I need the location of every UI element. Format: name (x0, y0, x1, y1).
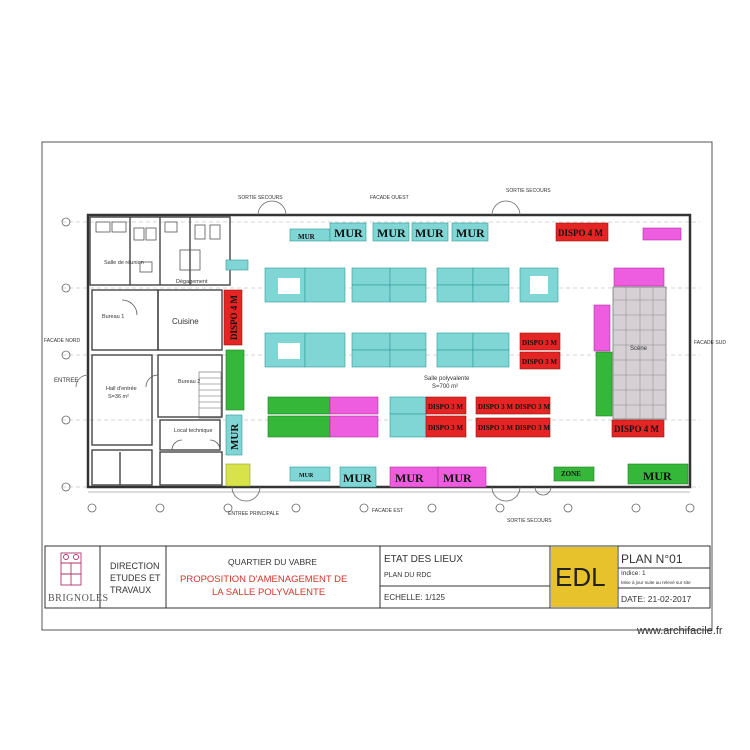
door-swings (75, 200, 552, 502)
mur-label-5: MUR (456, 226, 485, 240)
building-outline (86, 213, 692, 489)
degagement-label: Dégagement (176, 279, 208, 285)
service-fixtures (95, 221, 221, 451)
facade-south: FACADE EST (372, 508, 403, 514)
scene-label: Scène (630, 346, 648, 352)
yellow-zone (225, 463, 251, 487)
plan-number: PLAN N°01 (621, 552, 683, 566)
quartier: QUARTIER DU VABRE (228, 557, 317, 567)
mur-label-4: MUR (415, 226, 444, 240)
hall-area: S=700 m² (432, 384, 458, 390)
mur-label-7: MUR (395, 471, 424, 485)
sortie-ne: SORTIE SECOURS (506, 188, 551, 194)
echelle: ECHELLE: 1/125 (384, 593, 445, 602)
entree-principale: ENTREE PRINCIPALE (228, 511, 280, 517)
mur-vertical-label: MUR (229, 423, 241, 450)
hall-label: Salle polyvalente (424, 376, 470, 382)
magenta-zones (329, 227, 682, 488)
dispo3m-label-4: DISPO 3 M (428, 424, 463, 432)
mur-label-1: MUR (298, 233, 316, 241)
zone-labels: MUR MUR MUR MUR MUR DISPO 4 M DISPO 3 M … (229, 226, 672, 485)
watermark: www.archifacile.fr (636, 625, 723, 637)
logo (60, 552, 82, 586)
salle-reunion-label: Salle de réunion (104, 260, 144, 266)
red-zones (223, 222, 665, 438)
dispo4m-label-2: DISPO 4 M (614, 424, 660, 434)
facade-labels: FACADE OUEST FACADE EST FACADE NORD FACA… (44, 188, 726, 524)
dispo3m-label-2: DISPO 3 M (522, 358, 557, 366)
direction-line-3: TRAVAUX (110, 585, 151, 595)
axis-markers (61, 217, 695, 513)
stage-grid (612, 286, 667, 420)
mur-label-8: MUR (443, 471, 472, 485)
zone-label: ZONE (561, 470, 581, 478)
cyan-hollows (278, 276, 548, 359)
mur-label-3: MUR (377, 226, 406, 240)
edl-text: EDL (555, 562, 606, 592)
sortie-nw: SORTIE SECOURS (238, 195, 283, 201)
facade-north: FACADE OUEST (370, 195, 409, 201)
dispo3m-label-5: DISPO 3 M (478, 403, 513, 411)
area-36-label: S=36 m² (108, 394, 129, 400)
stair (198, 371, 222, 419)
date: DATE: 21-02-2017 (621, 594, 692, 604)
green-zones (225, 349, 689, 485)
dispo3m-label-8: DISPO 3 M (515, 424, 550, 432)
direction-line-1: DIRECTION (110, 561, 160, 571)
mur-label-6: MUR (343, 471, 372, 485)
dispo3m-label-1: DISPO 3 M (522, 339, 557, 347)
dispo3m-label-7: DISPO 3 M (478, 424, 513, 432)
proposition-line-2: LA SALLE POLYVALENTE (212, 587, 325, 598)
entree-west: ENTREE (54, 378, 78, 384)
bureau1-label: Bureau 1 (102, 314, 124, 320)
cuisine-label: Cuisine (172, 317, 199, 326)
bureau2-label: Bureau 2 (178, 379, 200, 385)
dispo4m-label-1: DISPO 4 M (558, 228, 604, 238)
edl-block (551, 547, 617, 607)
dispo4m-vertical-label: DISPO 4 M (229, 294, 239, 340)
proposition-line-1: PROPOSITION D'AMENAGEMENT DE (180, 574, 347, 585)
sortie-se: SORTIE SECOURS (507, 518, 552, 524)
hall-entree-label: Hall d'entrée (106, 386, 137, 392)
dispo3m-label-6: DISPO 3 M (515, 403, 550, 411)
indice: Indice: 1 (621, 570, 646, 577)
logo-text: BRIGNOLES (48, 593, 109, 604)
plan-rdc: PLAN DU RDC (384, 572, 431, 579)
mur-label-9: MUR (643, 469, 672, 483)
facade-west: FACADE NORD (44, 338, 81, 344)
mur-label-2: MUR (334, 226, 363, 240)
dispo3m-label-3: DISPO 3 M (428, 403, 463, 411)
mur-label-10: MUR (299, 473, 314, 479)
facade-east: FACADE SUD (694, 340, 726, 346)
mise-a-jour: Mise à jour suite au relevé sur site (621, 580, 691, 585)
etat-des-lieux: ETAT DES LIEUX (384, 554, 463, 565)
local-label: Local technique (174, 428, 213, 434)
direction-line-2: ETUDES ET (110, 573, 161, 583)
title-block (44, 545, 711, 609)
room-labels: Cuisine Salle polyvalente S=700 m² Dégag… (102, 260, 648, 434)
service-rooms (89, 216, 231, 486)
